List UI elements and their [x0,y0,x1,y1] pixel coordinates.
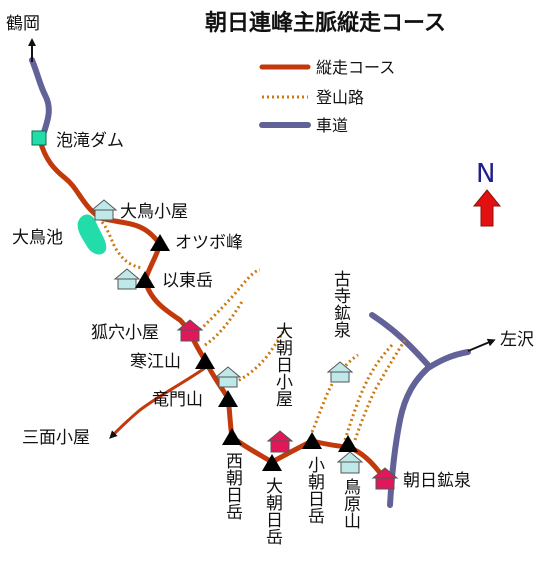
roads [29,57,471,508]
label-torihara-zan: 鳥原山 [340,478,361,529]
legend-label-route: 縦走コース [316,58,395,77]
label-otsubo-mine: オツボ峰 [175,233,243,253]
ootori-pond-shape [77,214,107,255]
peak-icon-otsubo [150,234,170,251]
road-sazawa [425,349,471,371]
hut-icon-ootori [90,199,118,221]
label-asahi-kosen: 朝日鉱泉 [403,471,471,491]
label-kanko-zan: 寒江山 [130,352,181,372]
road-tsuruoka [29,57,52,135]
hut-icon-torihara [336,451,364,474]
trails [100,221,407,441]
peak-icon-torihara [338,435,358,452]
hut-icon-kitsuneana [176,319,204,342]
label-tsuruoka: 鶴岡 [6,14,40,34]
legend: 縦走コース 登山路 車道 [259,58,395,135]
label-ootori-ike: 大鳥池 [12,228,63,248]
peak-icon-ko-asahi [302,432,322,449]
label-ootori-koya: 大鳥小屋 [120,202,188,222]
hut-icon-kodera [326,361,354,383]
route-to-sanmen [109,366,206,439]
peak-icon-kanko [195,352,215,369]
legend-label-trail: 登山路 [316,88,364,107]
north-label: N [476,159,495,189]
north-arrow: N [472,159,502,227]
peak-icon-ryumon [218,390,238,407]
trail-kanko-east [229,329,286,387]
route-ito-to-kanko [142,277,208,363]
label-awataki-dam: 泡滝ダム [56,131,124,151]
hut-icon-ryumon [214,366,242,388]
label-ryumon-zan: 竜門山 [152,390,203,410]
label-oo-asahi-koya: 大朝日小屋 [272,322,293,407]
map-title: 朝日連峰主脈縦走コース [205,10,446,36]
label-oo-asahi-dake: 大朝日岳 [262,477,283,545]
trail-ito-northeast [204,299,245,347]
dam-icon [31,130,47,146]
peak-icon-nishi-asahi [222,428,242,445]
peak-icon-ito [135,271,155,288]
road-kodera [369,312,431,368]
route-dam-to-ootori [37,137,103,221]
route-ootori-to-otsubo [97,215,163,247]
trail-kodera-1 [343,343,394,441]
hut-icon-ito [113,268,141,290]
hut-icon-oo-asahi [266,430,294,453]
trail-ootori-ike-ito [100,221,143,270]
huts [90,199,399,490]
label-ko-asahi-dake: 小朝日岳 [304,456,325,524]
hut-icon-asahi-kosen [371,467,399,490]
label-kitsuneana-koya: 狐穴小屋 [91,323,159,343]
legend-label-road: 車道 [316,116,348,135]
label-kodera-kosen: 古寺鉱泉 [330,270,351,338]
trail-oo-asahi-kodera [310,353,359,433]
label-nishi-asahi-dake: 西朝日岳 [222,452,243,520]
trail-kitsuneana-northeast [198,268,261,332]
label-sanmen-koya: 三面小屋 [22,428,90,448]
label-ito-dake: 以東岳 [162,271,213,291]
north-arrow-icon [472,189,502,227]
label-sazawa: 左沢 [500,330,534,350]
peaks [135,234,358,471]
peak-icon-oo-asahi [262,454,282,471]
arrow-sazawa [467,338,496,352]
